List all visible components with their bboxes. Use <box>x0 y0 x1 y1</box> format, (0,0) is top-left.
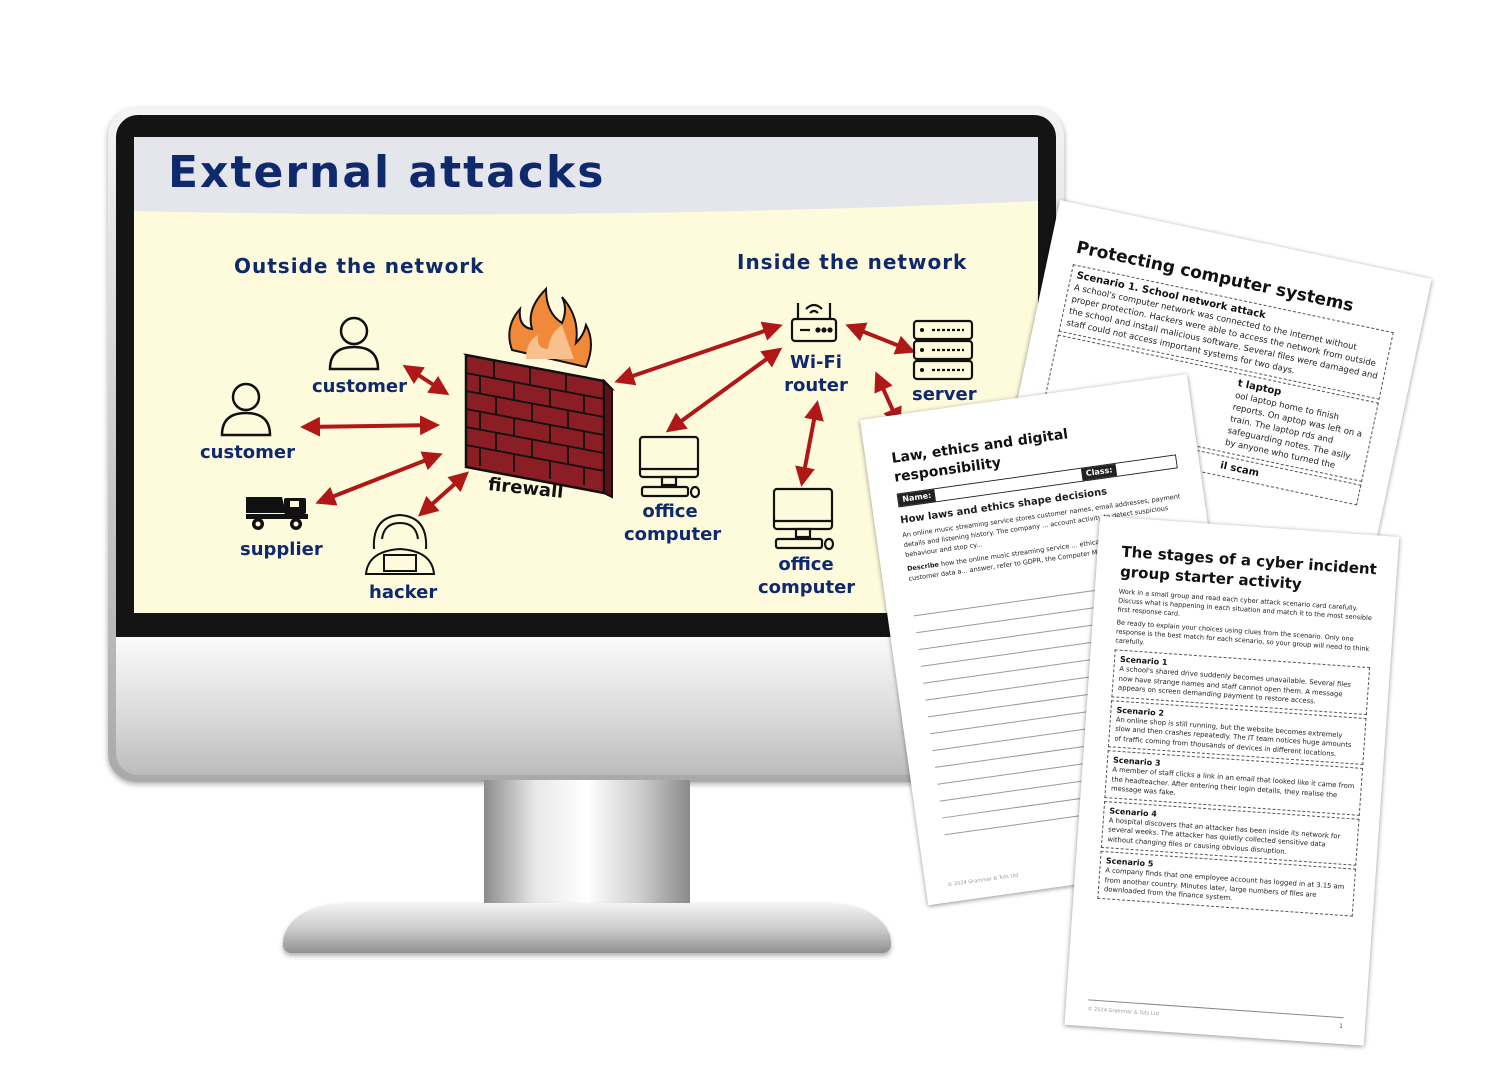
wifi-router-icon <box>790 303 838 343</box>
arrow-supplier-firewall <box>315 451 443 506</box>
arrow-customer2-firewall <box>300 415 440 437</box>
arrow-router-server <box>845 322 916 355</box>
customer-icon <box>220 382 272 437</box>
office-computer-icon <box>772 487 835 551</box>
node-label-customer: customer <box>312 376 408 397</box>
node-label-supplier: supplier <box>240 539 323 560</box>
arrow-firewall-router <box>614 321 783 386</box>
monitor-stand-base <box>283 903 891 953</box>
node-label-hacker: hacker <box>369 582 438 603</box>
arrow-hacker-firewall <box>418 471 469 517</box>
scenario-list: Scenario 1 A school's shared drive sudde… <box>1097 649 1371 917</box>
arrow-router-office2 <box>795 400 824 487</box>
firewall-icon <box>463 286 615 499</box>
worksheet-footer: © 2024 Grammar & Tuts Ltd <box>947 872 1019 889</box>
slide-title: External attacks <box>168 147 606 198</box>
customer-icon <box>328 316 380 371</box>
monitor-stand-neck <box>484 780 690 910</box>
arrow-customer1-firewall <box>402 364 450 396</box>
office-computer-icon <box>638 435 701 499</box>
server-icon <box>912 319 974 381</box>
name-label: Name: <box>897 489 937 507</box>
class-label: Class: <box>1081 463 1118 481</box>
outside-network-label: Outside the network <box>234 254 485 278</box>
hacker-icon <box>364 513 436 575</box>
inside-network-label: Inside the network <box>737 250 968 274</box>
header-wave <box>134 197 1038 237</box>
arrow-router-office1 <box>665 347 783 433</box>
node-label-customer: customer <box>200 442 296 463</box>
connection-arrows <box>300 321 916 517</box>
node-label-server: server <box>912 384 977 405</box>
network-diagram <box>220 286 974 575</box>
truck-icon <box>246 497 308 530</box>
worksheet-cyber-incident-stages: The stages of a cyber incident group sta… <box>1064 516 1400 1046</box>
class-field[interactable] <box>1115 455 1177 476</box>
worksheet-footer: © 2024 Grammar & Tuts Ltd <box>1087 1006 1159 1018</box>
page-number: 1 <box>1338 1022 1344 1031</box>
